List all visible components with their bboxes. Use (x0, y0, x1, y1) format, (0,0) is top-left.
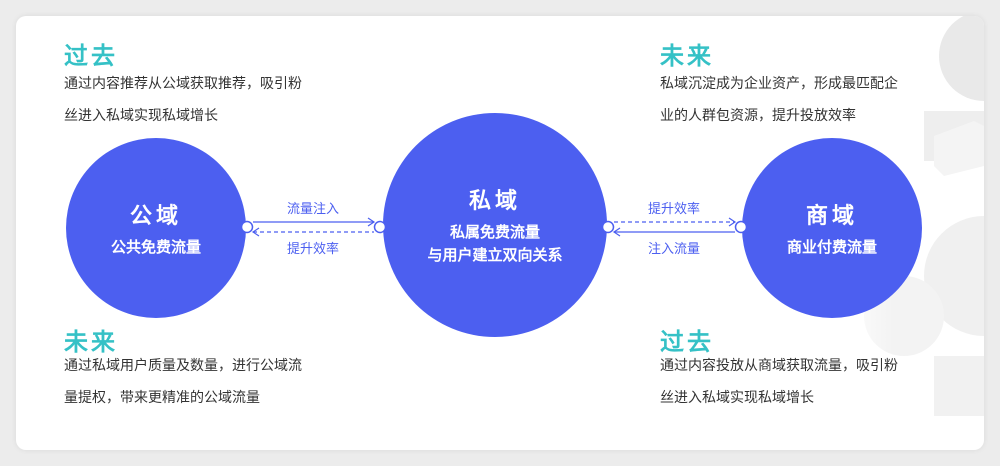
private-domain-subtitle-1: 私属免费流量 (449, 223, 540, 241)
desc-line: 丝进入私域实现私域增长 (64, 108, 218, 124)
left-connector-top-label: 流量注入 (286, 202, 339, 217)
right-connector: 提升效率 注入流量 (602, 196, 747, 257)
desc-line: 量提权，带来更精准的公域流量 (64, 390, 260, 406)
public-domain-subtitle: 公共免费流量 (110, 237, 201, 256)
commercial-domain-subtitle: 商业付费流量 (786, 237, 877, 256)
bottom-left-heading: 未来 (64, 328, 118, 356)
top-right-description: 私域沉淀成为企业资产，形成最匹配企 业的人群包资源，提升投放效率 (660, 68, 898, 132)
right-connector-top-label: 提升效率 (647, 202, 700, 217)
diagram-card: 过去 通过内容推荐从公域获取推荐，吸引粉 丝进入私域实现私域增长 未来 私域沉淀… (16, 16, 984, 450)
bottom-right-description: 通过内容投放从商域获取流量，吸引粉 丝进入私域实现私域增长 (660, 350, 898, 414)
public-domain-title: 公域 (129, 203, 182, 229)
left-connector-arrows (241, 217, 386, 237)
desc-line: 丝进入私域实现私域增长 (660, 390, 814, 406)
desc-line: 通过内容投放从商域获取流量，吸引粉 (660, 358, 898, 374)
right-connector-arrows (602, 217, 747, 237)
private-domain-subtitle-2: 与用户建立双向关系 (427, 246, 563, 264)
desc-line: 通过内容推荐从公域获取推荐，吸引粉 (64, 76, 302, 92)
desc-line: 业的人群包资源，提升投放效率 (660, 108, 856, 124)
right-connector-bottom-label: 注入流量 (647, 242, 700, 257)
private-domain-circle: 私域 私属免费流量 与用户建立双向关系 (383, 113, 607, 337)
top-left-description: 通过内容推荐从公域获取推荐，吸引粉 丝进入私域实现私域增长 (64, 68, 302, 132)
desc-line: 私域沉淀成为企业资产，形成最匹配企 (660, 76, 898, 92)
left-connector-bottom-label: 提升效率 (286, 242, 339, 257)
public-domain-circle: 公域 公共免费流量 (66, 138, 246, 318)
commercial-domain-circle: 商域 商业付费流量 (742, 138, 922, 318)
private-domain-title: 私域 (468, 189, 521, 214)
bottom-left-description: 通过私域用户质量及数量，进行公域流 量提权，带来更精准的公域流量 (64, 350, 302, 414)
left-connector: 流量注入 提升效率 (241, 196, 386, 257)
commercial-domain-title: 商域 (805, 203, 858, 229)
top-right-heading: 未来 (660, 42, 714, 70)
desc-line: 通过私域用户质量及数量，进行公域流 (64, 358, 302, 374)
bottom-right-heading: 过去 (660, 328, 714, 356)
top-left-heading: 过去 (64, 42, 118, 70)
